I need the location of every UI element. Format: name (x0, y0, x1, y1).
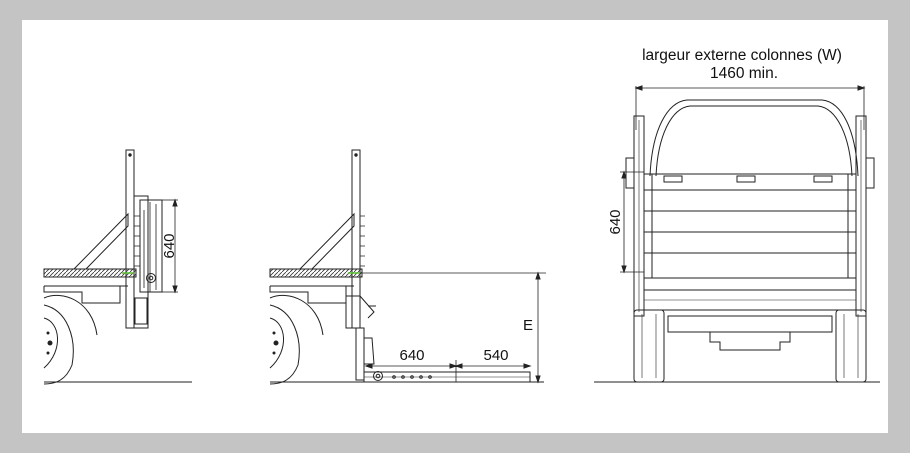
side-view-folded (43, 149, 192, 385)
left-dim-640: 640 (161, 233, 178, 258)
brace (299, 212, 355, 270)
column (125, 149, 135, 329)
rear-dim-640: 640 (607, 209, 624, 234)
mid-dim-640: 640 (399, 347, 424, 364)
cab (649, 99, 859, 177)
mid-dim-E: E (523, 317, 533, 334)
wheel-right (835, 309, 867, 383)
drawing-panel: 640 (22, 20, 888, 433)
wheel-left (633, 309, 665, 383)
technical-drawing: 640 (43, 47, 880, 385)
mid-dim-540: 540 (483, 347, 508, 364)
rear-wheel (269, 304, 300, 385)
column (351, 149, 361, 329)
rear-caption-line2: 1460 min. (710, 65, 778, 82)
brace (73, 212, 129, 270)
rear-caption-line1: largeur externe colonnes (W) (642, 47, 842, 64)
folded-platform (133, 195, 149, 329)
rear-view (594, 85, 880, 383)
side-view-deployed (269, 149, 546, 385)
rear-wheel (43, 304, 74, 385)
